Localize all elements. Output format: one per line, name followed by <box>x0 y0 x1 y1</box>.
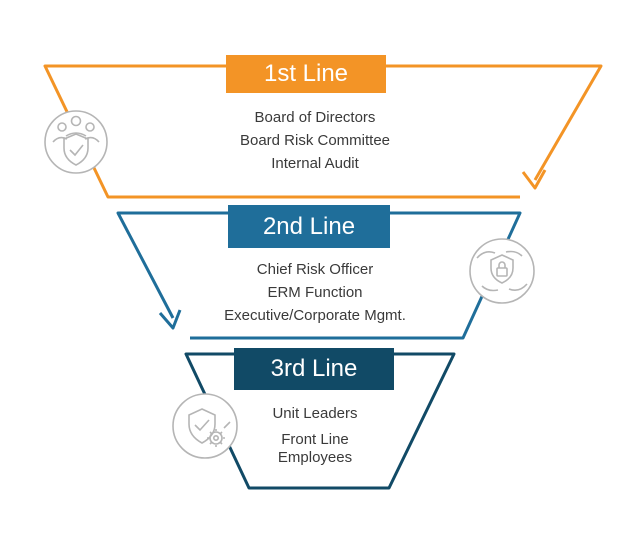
tier-2-title: 2nd Line <box>262 212 356 240</box>
tier-2-item: ERM Function <box>267 284 363 301</box>
tier-1-item: Board Risk Committee <box>239 132 391 149</box>
hands-lock-icon <box>469 238 535 304</box>
tier-1-banner <box>226 55 386 93</box>
tier-1-title: 1st Line <box>263 60 349 87</box>
tier-1-item: Internal Audit <box>271 155 359 172</box>
tier-3-items: Unit Leaders Front Line Employees <box>215 402 415 467</box>
tier-3-item: Front Line <box>281 431 349 448</box>
tier-2-items: Chief Risk Officer ERM Function Executiv… <box>190 258 440 327</box>
tier-2-item: Executive/Corporate Mgmt. <box>224 307 406 324</box>
people-shield-icon <box>44 110 108 174</box>
tier-1-items: Board of Directors Board Risk Committee … <box>200 106 430 175</box>
tier-3-title: 3rd Line <box>270 355 358 382</box>
tier-3-banner <box>234 348 394 390</box>
tier-1-shape <box>43 64 603 199</box>
tier-2-arrowhead <box>158 309 182 330</box>
tier-2-banner <box>228 205 390 248</box>
tier-3-item: Employees <box>277 449 353 466</box>
tier-1-arrowhead <box>521 169 547 190</box>
tier-1-item: Board of Directors <box>254 109 376 126</box>
shield-gear-icon <box>172 393 238 459</box>
tier-3-item: Unit Leaders <box>272 405 358 422</box>
tier-2-shape <box>116 211 522 340</box>
tier-2-item: Chief Risk Officer <box>256 261 374 278</box>
